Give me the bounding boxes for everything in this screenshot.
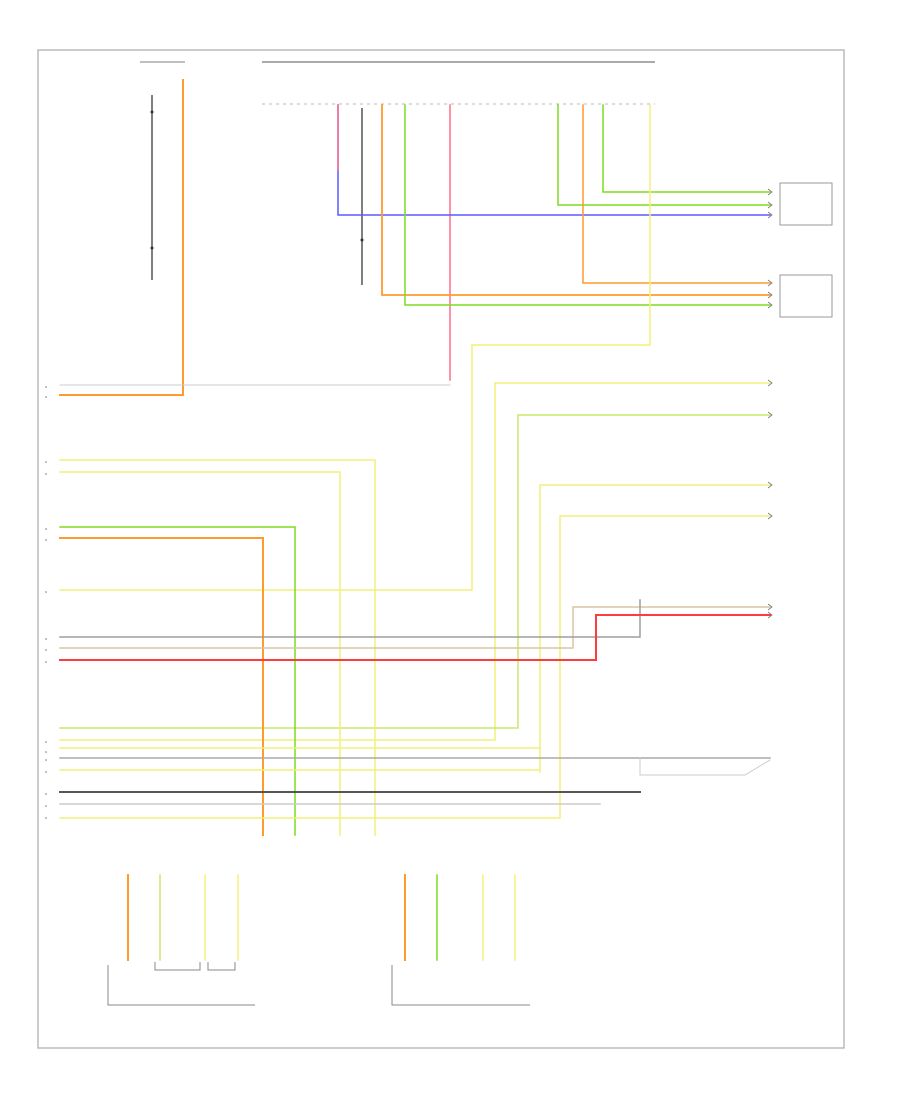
bottom-left-module: [107, 962, 255, 1006]
right-box-1: [779, 182, 833, 226]
right-connector-markers: [767, 188, 773, 619]
wire-yellow-r4b: [59, 515, 771, 819]
wire-orange-r2a: [582, 104, 771, 284]
wire-yellow-main-2: [59, 382, 771, 741]
wire-tan-r5: [59, 606, 771, 649]
wire-green-r2: [404, 104, 771, 306]
wire-yellow-r4a: [539, 484, 771, 773]
wire-gray-b2: [639, 757, 771, 776]
main-module-header: [262, 61, 655, 105]
left-ground-wire: [150, 95, 154, 280]
wire-gray-r5: [59, 599, 641, 638]
wire-yellow-left-2: [59, 471, 341, 836]
wire-red-r5: [59, 614, 771, 661]
wire-blue: [337, 104, 771, 216]
wire-yellow-left-1: [59, 459, 376, 836]
wire-orange-left-top: [59, 79, 184, 396]
wire-orange-r2b: [381, 104, 771, 296]
right-box-2: [779, 274, 833, 318]
left-connector-ticks: [45, 386, 47, 819]
mid-ground-wire: [360, 108, 364, 285]
wire-green-r1a: [602, 104, 771, 193]
wire-orange-left: [59, 537, 264, 836]
wire-yellow-green-1: [59, 414, 771, 729]
wire-yellow-main-1: [59, 104, 651, 591]
wire-green-r1b: [557, 104, 771, 206]
bottom-right-module: [391, 965, 530, 1006]
wire-green-left: [59, 526, 296, 836]
diagram-frame: [37, 49, 845, 1049]
wires: [59, 79, 771, 961]
